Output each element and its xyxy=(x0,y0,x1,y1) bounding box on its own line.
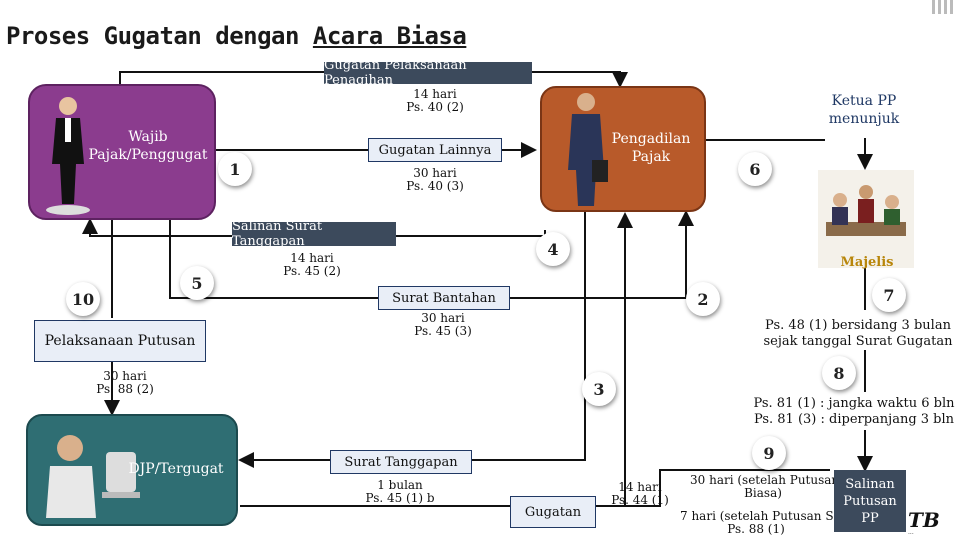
node-wajib-pajak: Wajib Pajak/Penggugat xyxy=(28,84,216,220)
node-djp: DJP/Tergugat xyxy=(26,414,238,526)
officer-icon xyxy=(46,435,140,518)
pengadilan-pajak-label: Pengadilan Pajak xyxy=(611,131,691,165)
ketua-pp-label: Ketua PP menunjuk xyxy=(828,93,900,127)
meeting-icon xyxy=(826,185,906,236)
page-title: Proses Gugatan dengan Acara Biasa xyxy=(6,22,467,50)
logo: TB ... xyxy=(908,508,940,536)
step-4: 4 xyxy=(536,232,570,266)
step-9: 9 xyxy=(752,436,786,470)
label-surat-tanggapan: Surat Tanggapan xyxy=(330,450,472,474)
step-5: 5 xyxy=(180,266,214,300)
label-gugatan-lainnya: Gugatan Lainnya xyxy=(368,138,502,162)
note-7hari-putusan-sela: 7 hari (setelah Putusan Sela)Ps. 88 (1) xyxy=(680,509,857,536)
step-2: 2 xyxy=(686,282,720,316)
node-majelis: Majelis xyxy=(818,170,914,270)
node-pelaksanaan-putusan: Pelaksanaan Putusan xyxy=(34,320,206,362)
corner-decoration xyxy=(932,0,953,14)
step-7: 7 xyxy=(872,278,906,312)
djp-label: DJP/Tergugat xyxy=(128,461,224,477)
label-surat-bantahan: Surat Bantahan xyxy=(378,286,510,310)
label-gugatan: Gugatan xyxy=(510,496,596,528)
step-10: 10 xyxy=(66,282,100,316)
label-gugatan-pelaksanaan-penagihan: Gugatan Pelaksanaan Penagihan xyxy=(324,58,532,88)
majelis-label: Majelis xyxy=(840,255,894,270)
title-bar xyxy=(0,0,960,62)
step-3: 3 xyxy=(582,372,616,406)
step-6: 6 xyxy=(738,152,772,186)
step-1: 1 xyxy=(218,152,252,186)
judge-icon xyxy=(568,93,608,206)
node-pengadilan-pajak: Pengadilan Pajak xyxy=(540,86,706,212)
node-salinan-putusan: Salinan Putusan PP xyxy=(834,470,906,532)
label-salinan-surat-tanggapan: Salinan Surat Tanggapan xyxy=(232,219,396,249)
person-icon xyxy=(46,97,90,215)
step-8: 8 xyxy=(822,356,856,390)
wajib-pajak-label: Wajib Pajak/Penggugat xyxy=(88,129,208,163)
